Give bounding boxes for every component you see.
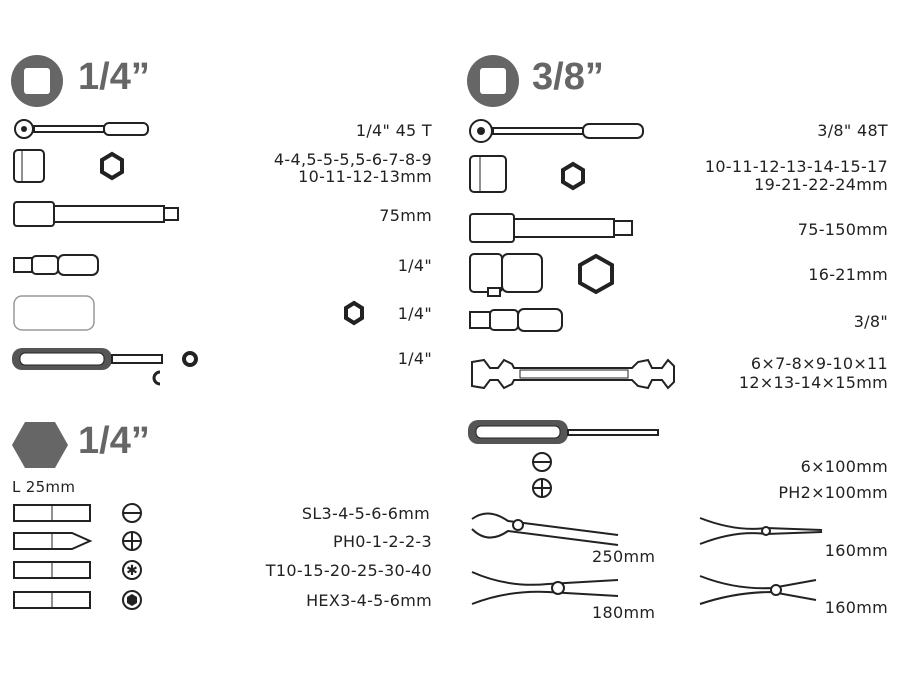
diagonal-cutters-icon [699, 575, 817, 605]
bit-label-torx: T10-15-20-25-30-40 [265, 561, 432, 580]
right-extension-label: 75-150mm [797, 220, 888, 239]
left-drive-heading: 1/4” [78, 56, 150, 98]
right-universal-joint-label: 3/8" [853, 312, 888, 331]
label-line: 6×100mm [800, 457, 888, 476]
hex-bit-drive-icon [12, 422, 68, 468]
label-line: 19-21-22-24mm [754, 175, 888, 194]
extension-bar-icon [13, 201, 179, 227]
hex-bit-icon [13, 590, 142, 610]
bit-label-hex: HEX3-4-5-6mm [306, 591, 432, 610]
svg-text:✱: ✱ [126, 563, 138, 579]
label-line: 4-4,5-5-5,5-6-7-8-9 [273, 150, 432, 169]
open-end-wrench-icon [471, 358, 675, 390]
spark-plug-socket-icon [13, 295, 364, 331]
extension-bar-icon [469, 213, 633, 243]
right-spark-plug-socket-label: 16-21mm [808, 265, 888, 284]
screwdriver-icon [468, 420, 659, 498]
bits-drive-heading: 1/4” [78, 420, 150, 462]
left-spark-plug-socket-label: 1/4" [397, 304, 432, 323]
torx-bit-icon: ✱ [13, 560, 142, 580]
combination-pliers-label: 180mm [592, 603, 656, 622]
long-nose-pliers-icon [699, 517, 823, 545]
left-bit-screwdriver-label: 1/4" [397, 349, 432, 368]
label-line: 10-11-12-13-14-15-17 [704, 157, 888, 176]
water-pump-pliers-icon [471, 512, 619, 546]
ratchet-icon [469, 119, 644, 143]
left-extension-label: 75mm [379, 206, 432, 225]
diagonal-cutters-label: 160mm [824, 598, 888, 617]
socket-icon [469, 155, 585, 193]
label-line: 12×13-14×15mm [738, 373, 888, 392]
square-drive-icon [467, 55, 519, 107]
square-drive-icon [11, 55, 63, 107]
combination-pliers-icon [471, 571, 619, 605]
water-pump-pliers-label: 250mm [592, 547, 656, 566]
label-line: PH2×100mm [778, 483, 888, 502]
slotted-bit-icon [13, 503, 142, 523]
bit-length-label: L 25mm [12, 478, 76, 496]
spark-plug-socket-icon [469, 253, 614, 297]
universal-joint-icon [469, 308, 563, 332]
bit-screwdriver-icon [12, 348, 198, 386]
left-ratchet-label: 1/4" 45 T [355, 121, 432, 140]
socket-icon [13, 149, 124, 183]
phillips-bit-icon [13, 531, 142, 551]
label-line: 10-11-12-13mm [298, 167, 432, 186]
universal-joint-icon [13, 254, 99, 276]
long-nose-pliers-label: 160mm [824, 541, 888, 560]
label-line: 6×7-8×9-10×11 [750, 354, 888, 373]
right-drive-heading: 3/8” [532, 56, 604, 98]
left-universal-joint-label: 1/4" [397, 256, 432, 275]
ratchet-icon [14, 119, 149, 139]
bit-label-phillips: PH0-1-2-2-3 [333, 532, 432, 551]
bit-label-slotted: SL3-4-5-6-6mm [301, 504, 430, 523]
right-ratchet-label: 3/8" 48T [817, 121, 888, 140]
